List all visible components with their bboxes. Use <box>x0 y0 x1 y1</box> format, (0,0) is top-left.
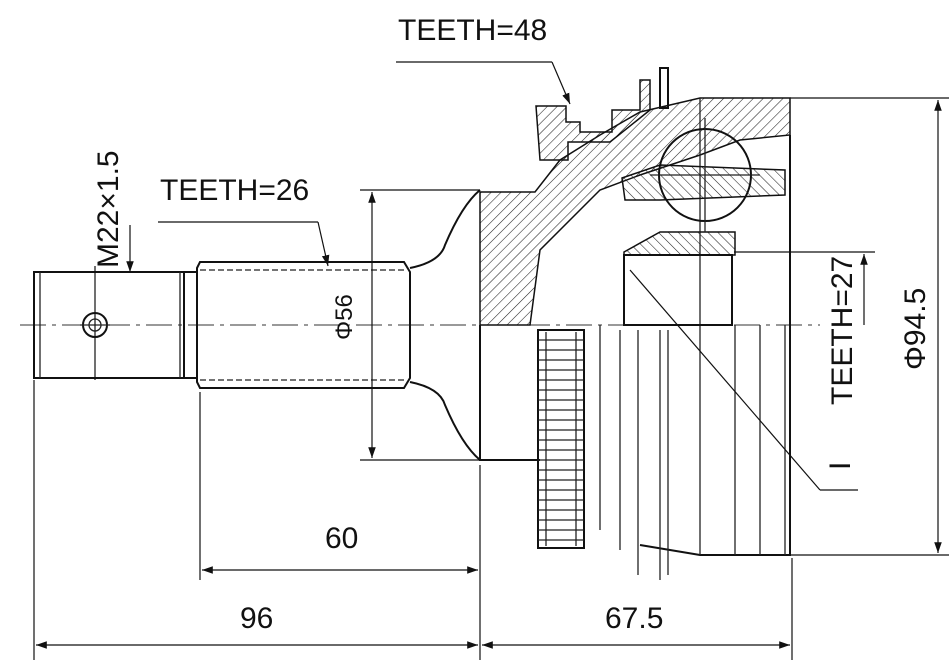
dim-96: 96 <box>33 380 478 660</box>
dim-96-label: 96 <box>240 602 273 635</box>
bell-housing <box>479 97 791 556</box>
thread-label: M22×1.5 <box>92 150 125 268</box>
seal-ring <box>535 67 669 161</box>
dim-67-5: 67.5 <box>482 558 793 660</box>
dia-94-5-label: Φ94.5 <box>899 288 932 370</box>
teeth-48-leader: TEETH=48 <box>396 14 571 105</box>
dim-67-5-label: 67.5 <box>605 602 663 635</box>
dim-60: 60 <box>199 392 481 660</box>
dia-56-label: Φ56 <box>331 294 358 340</box>
threaded-stub <box>33 271 197 379</box>
teeth-48-label: TEETH=48 <box>398 14 547 47</box>
i-leader: I <box>629 269 858 491</box>
thread-leader: M22×1.5 <box>92 150 134 380</box>
dim-94-5: Φ94.5 <box>790 97 949 556</box>
cage-lines <box>599 325 669 580</box>
teeth-26-leader: TEETH=26 <box>158 174 330 267</box>
teeth-27-label: TEETH=27 <box>826 256 859 405</box>
teeth-27-leader: TEETH=27 <box>734 251 875 405</box>
teeth-26-label: TEETH=26 <box>160 174 309 207</box>
splined-shaft <box>196 189 481 461</box>
abs-ring <box>537 329 585 549</box>
dim-60-label: 60 <box>325 522 358 555</box>
dim-56: Φ56 <box>331 189 480 461</box>
mark-i-label: I <box>824 462 857 470</box>
